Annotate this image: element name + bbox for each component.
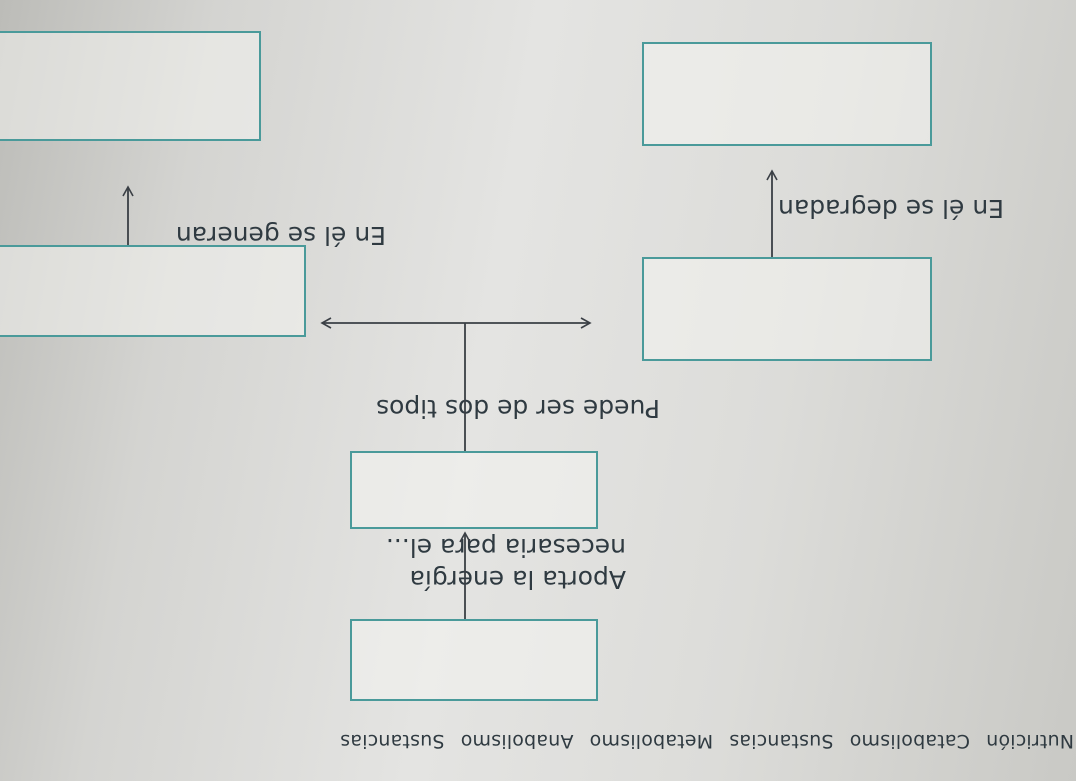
concept-map-page: Nutrición Catabolismo Sustancias Metabol… [0,31,1074,752]
connector-lines [122,169,778,619]
